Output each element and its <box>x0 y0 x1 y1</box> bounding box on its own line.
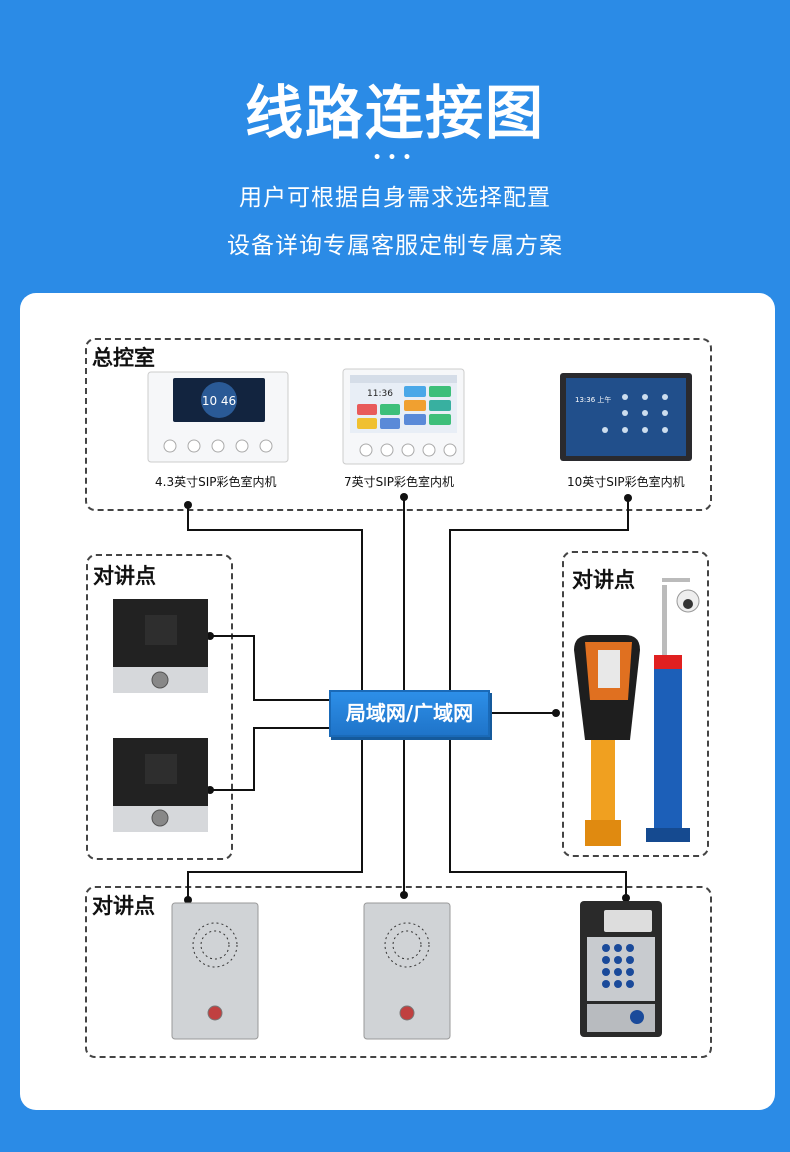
group-label-intercom-bottom: 对讲点 <box>92 894 155 918</box>
label-monitor-43: 4.3英寸SIP彩色室内机 <box>155 475 277 489</box>
title-dots: ••• <box>372 150 418 166</box>
monitor-10-clock: 13:36 上午 <box>575 395 611 404</box>
monitor-43-device: 10 46 <box>147 371 289 463</box>
blue-pillar-device <box>646 578 700 842</box>
group-intercom-right <box>562 551 709 857</box>
monitor-7-device: 11:36 <box>342 368 465 465</box>
monitor-10-device: 13:36 上午 <box>560 373 692 461</box>
subtitle-1: 用户可根据自身需求选择配置 <box>239 185 551 211</box>
monitor-7-clock: 11:36 <box>367 389 393 399</box>
group-intercom-bottom <box>85 886 712 1058</box>
left-intercom-top <box>113 599 208 693</box>
group-intercom-left <box>86 554 233 860</box>
label-monitor-10: 10英寸SIP彩色室内机 <box>567 475 685 489</box>
monitor-43-clock: 10 46 <box>202 394 236 408</box>
wire-left-top <box>210 635 329 701</box>
subtitle-2: 设备详询专属客服定制专属方案 <box>227 233 563 259</box>
group-label-control-room: 总控室 <box>92 346 155 370</box>
wire-left-bottom <box>210 727 329 791</box>
network-hub: 局域网/广域网 <box>329 690 490 737</box>
page-title: 线路连接图 <box>244 79 545 147</box>
group-label-intercom-left: 对讲点 <box>93 564 156 588</box>
bottom-intercom-middle <box>363 902 451 1040</box>
yellow-pillar-device <box>574 635 640 846</box>
bottom-intercom-left <box>171 902 259 1040</box>
left-intercom-bottom <box>113 738 208 832</box>
group-label-intercom-right: 对讲点 <box>572 568 635 592</box>
bottom-keypad-device <box>580 901 662 1037</box>
label-monitor-7: 7英寸SIP彩色室内机 <box>344 475 455 489</box>
group-control-room <box>85 338 712 511</box>
